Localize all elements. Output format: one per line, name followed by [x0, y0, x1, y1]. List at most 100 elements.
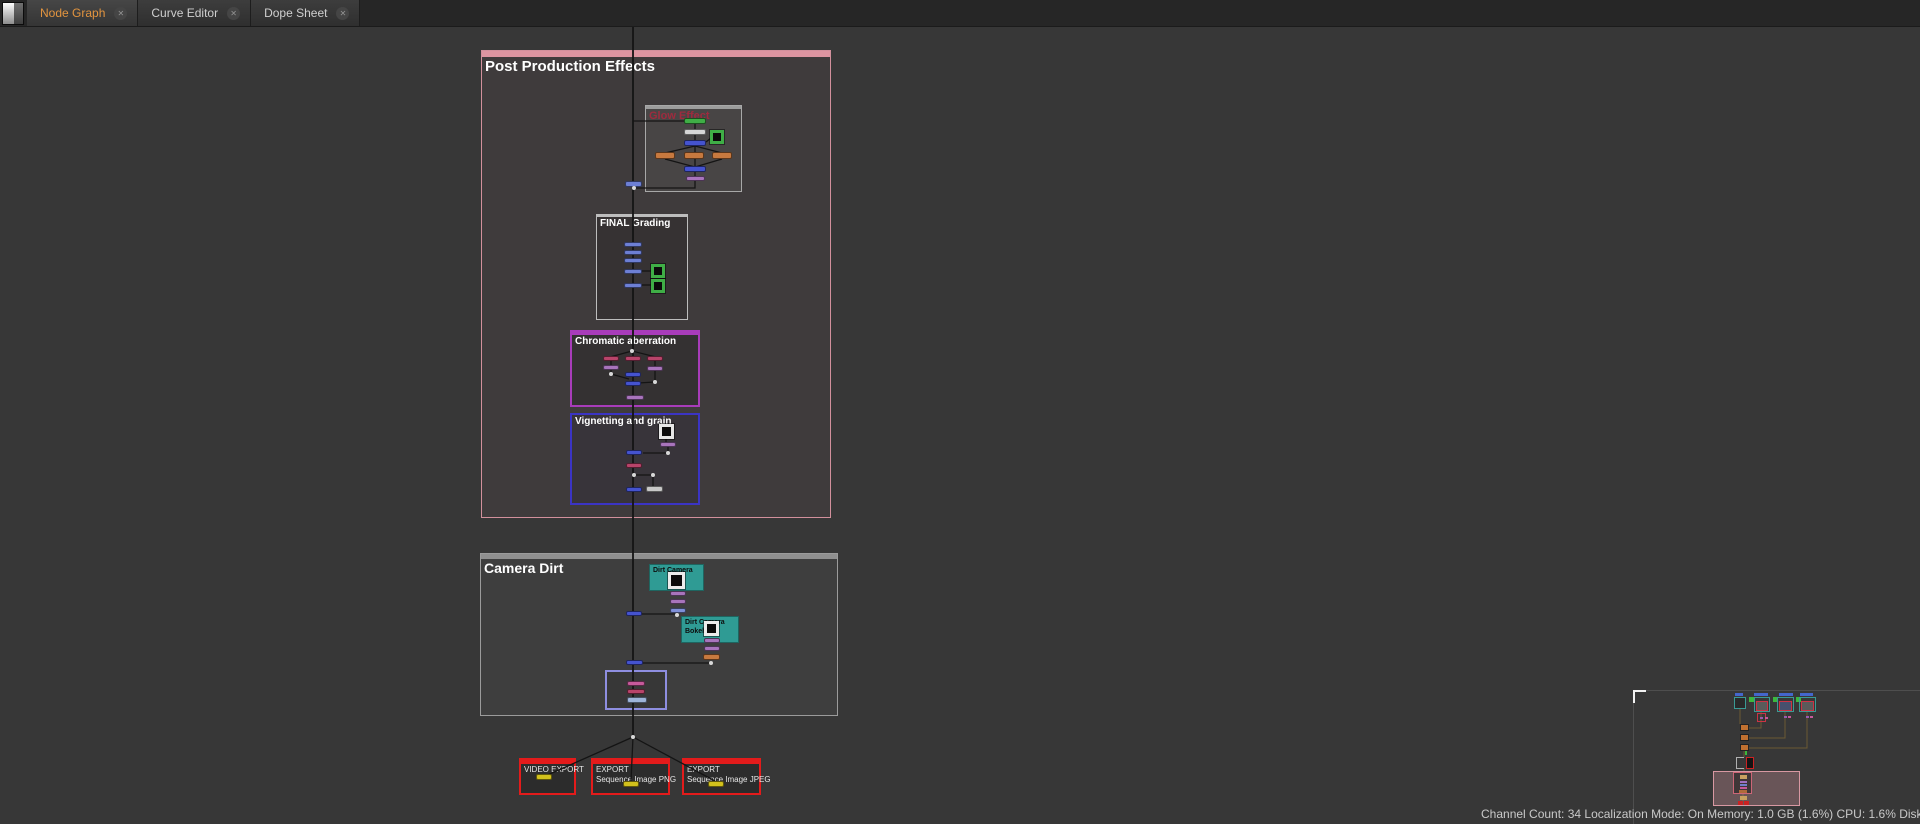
junction-dot — [631, 735, 635, 739]
edge — [1749, 712, 1808, 749]
graph-node[interactable] — [625, 356, 641, 361]
tab-label: Curve Editor — [151, 6, 219, 20]
graph-node[interactable] — [655, 152, 675, 159]
edge — [643, 661, 712, 664]
graph-node[interactable] — [623, 781, 639, 787]
backdrop-header-bar — [521, 760, 574, 764]
graph-node[interactable] — [660, 442, 676, 447]
mini-cluster-box — [1754, 697, 1770, 712]
mini-dot — [1765, 717, 1768, 719]
pane-menu-icon-right — [13, 3, 23, 24]
mini-pink-inner — [1733, 772, 1752, 794]
node-label-text: Dirt Camera — [653, 567, 693, 574]
framed-node[interactable] — [703, 620, 720, 637]
graph-node[interactable] — [625, 381, 641, 386]
graph-node[interactable] — [704, 646, 720, 651]
graph-node[interactable] — [684, 129, 706, 135]
mini-dot — [1788, 716, 1791, 718]
tab-dope-sheet[interactable]: Dope Sheet ✕ — [251, 0, 361, 26]
graph-node[interactable] — [624, 258, 642, 263]
graph-node[interactable] — [684, 140, 706, 146]
graph-node[interactable] — [627, 697, 647, 703]
framed-node[interactable] — [667, 571, 686, 590]
junction-dot — [632, 186, 636, 190]
mini-cluster-box — [1777, 697, 1794, 712]
tab-curve-editor[interactable]: Curve Editor ✕ — [138, 0, 252, 26]
graph-node[interactable] — [626, 395, 644, 400]
tab-node-graph[interactable]: Node Graph ✕ — [27, 0, 139, 26]
mini-node — [1740, 796, 1747, 800]
backdrop-title: Camera Dirt — [484, 560, 564, 576]
graph-node[interactable] — [712, 152, 732, 159]
graph-node[interactable] — [647, 366, 663, 371]
graph-node[interactable] — [626, 660, 643, 665]
backdrop-camera-dirt[interactable]: Camera Dirt — [480, 553, 838, 716]
mini-cluster-inner — [1779, 701, 1792, 711]
graph-node[interactable] — [625, 372, 641, 377]
mini-red-write — [1738, 801, 1743, 805]
graph-node[interactable] — [626, 487, 642, 492]
backdrop-chromatic-aberration[interactable]: Chromatic aberration — [570, 330, 700, 407]
graph-node[interactable] — [626, 611, 642, 616]
junction-dot — [675, 613, 679, 617]
mini-dot — [1760, 717, 1763, 719]
tab-label: Dope Sheet — [264, 6, 328, 20]
graph-node[interactable] — [627, 689, 645, 694]
mini-orange-node — [1740, 734, 1749, 741]
graph-node[interactable] — [627, 681, 645, 686]
framed-node[interactable] — [709, 129, 725, 145]
graph-node[interactable] — [684, 152, 704, 159]
mini-red-node — [1746, 757, 1754, 769]
graph-node[interactable] — [646, 486, 663, 492]
graph-node[interactable] — [603, 356, 619, 361]
mini-orange-node — [1740, 724, 1749, 731]
graph-node[interactable] — [624, 269, 642, 274]
graph-node[interactable] — [670, 608, 686, 613]
backdrop-title: EXPORT — [687, 765, 720, 774]
mini-node — [1740, 775, 1747, 779]
graph-node[interactable] — [684, 118, 706, 124]
mini-bracket — [1736, 757, 1744, 769]
edge — [610, 373, 630, 380]
mini-cluster-box — [1799, 697, 1816, 712]
mini-blue-bar — [1800, 693, 1813, 696]
backdrop-vignetting-and-grain[interactable]: Vignetting and grain — [570, 413, 700, 505]
graph-node[interactable] — [624, 242, 642, 247]
graph-node[interactable] — [626, 463, 642, 468]
backdrop-final-grading[interactable]: FINAL Grading — [596, 214, 688, 320]
close-icon[interactable]: ✕ — [227, 6, 241, 20]
backdrop-title: Post Production Effects — [485, 58, 656, 75]
close-icon[interactable]: ✕ — [336, 6, 350, 20]
mini-green-tick — [1745, 751, 1747, 755]
minimap[interactable] — [1633, 690, 1920, 824]
graph-node[interactable] — [536, 774, 552, 780]
mini-green-node — [1796, 697, 1801, 702]
mini-node — [1740, 781, 1747, 783]
backdrop-header-bar — [684, 760, 759, 764]
framed-node[interactable] — [650, 278, 666, 294]
graph-node[interactable] — [624, 250, 642, 255]
graph-node[interactable] — [686, 176, 705, 181]
graph-node[interactable] — [708, 781, 724, 787]
graph-node[interactable] — [704, 638, 720, 643]
mini-dot — [1810, 716, 1813, 718]
mini-green-node — [1749, 697, 1754, 702]
graph-node[interactable] — [684, 166, 706, 172]
graph-node[interactable] — [703, 654, 720, 660]
framed-node[interactable] — [650, 263, 666, 279]
pane-menu-icon[interactable] — [2, 2, 24, 25]
graph-node[interactable] — [670, 591, 686, 596]
junction-dot — [609, 372, 613, 376]
graph-node[interactable] — [603, 365, 619, 370]
graph-node[interactable] — [626, 450, 642, 455]
framed-node[interactable] — [658, 423, 675, 440]
graph-node[interactable] — [647, 356, 663, 361]
close-icon[interactable]: ✕ — [114, 6, 128, 20]
mini-orange-node — [1740, 744, 1749, 751]
graph-node[interactable] — [624, 283, 642, 288]
graph-node[interactable] — [670, 599, 686, 604]
mini-dot — [1784, 716, 1787, 718]
